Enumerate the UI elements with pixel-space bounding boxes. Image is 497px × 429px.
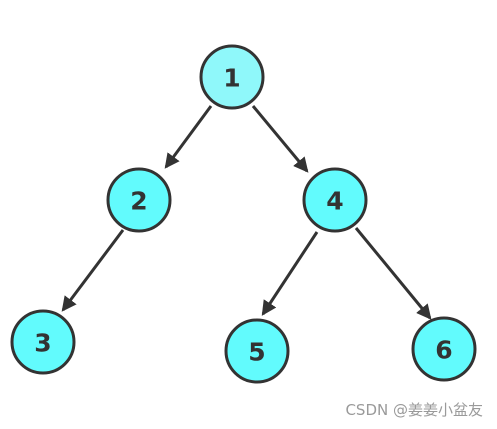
edge-2-to-3 [61, 229, 125, 312]
tree-node-1: 1 [199, 44, 265, 110]
tree-node-6: 6 [411, 316, 477, 382]
node-label: 2 [130, 187, 147, 216]
node-label: 6 [435, 336, 452, 365]
edge-4-to-5 [261, 231, 319, 316]
node-label: 5 [248, 338, 265, 367]
tree-node-2: 2 [106, 167, 172, 233]
edge-1-to-4 [251, 105, 309, 173]
tree-node-3: 3 [10, 309, 76, 375]
tree-node-4: 4 [302, 167, 368, 233]
node-label: 1 [223, 64, 240, 93]
node-label: 3 [34, 329, 51, 358]
csdn-watermark: CSDN @姜姜小盆友 [345, 401, 483, 419]
node-label: 4 [326, 187, 343, 216]
tree-node-5: 5 [224, 318, 290, 384]
edge-4-to-6 [354, 227, 432, 320]
edge-1-to-2 [164, 105, 213, 169]
